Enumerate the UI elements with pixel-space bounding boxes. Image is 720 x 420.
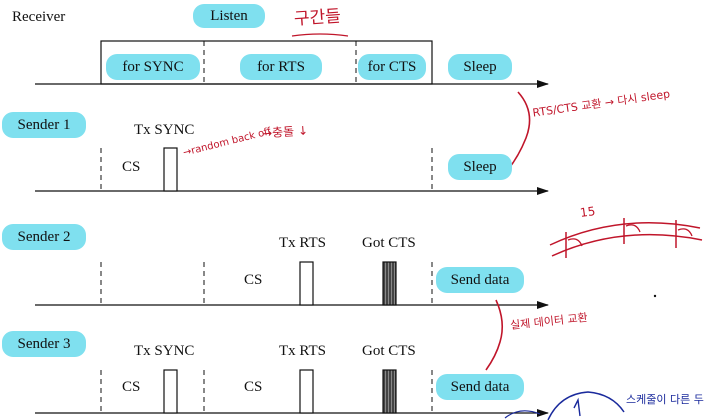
sender-3-rts-pulse xyxy=(299,369,314,414)
sender-3-got-cts-label: Got CTS xyxy=(362,343,416,359)
sender-3-cs-label-1: CS xyxy=(122,379,141,395)
listen-window xyxy=(100,40,433,85)
data-exchange-bracket-stroke xyxy=(485,299,504,371)
sender-3-sync-pulse xyxy=(163,369,178,414)
row-label-sender-3: Sender 3 xyxy=(2,331,86,357)
row-label-sender-1: Sender 1 xyxy=(2,112,86,138)
sender-3-tx-sync-label: Tx SYNC xyxy=(134,343,195,359)
sender-3-cs-label-2: CS xyxy=(244,379,263,395)
sender-2-cts-pulse xyxy=(382,261,397,306)
annotation-schedule-note: 스케줄이 다른 두 xyxy=(626,393,704,406)
phase-for-cts: for CTS xyxy=(358,54,426,80)
annotation-intervals: 구간들 xyxy=(293,6,342,30)
interval-underline-stroke xyxy=(291,33,349,37)
sender-2-cs-label: CS xyxy=(244,272,263,288)
sender-3-cts-pulse xyxy=(382,369,397,414)
annotation-frame-number: 15 xyxy=(579,204,597,220)
sender-3-tx-rts-label: Tx RTS xyxy=(279,343,327,359)
sender-2-send-data-label: Send data xyxy=(436,267,524,293)
sender-3-send-data-label: Send data xyxy=(436,374,524,400)
stray-mark xyxy=(653,294,657,298)
sender-1-tx-sync-label: Tx SYNC xyxy=(134,122,195,138)
phase-for-rts: for RTS xyxy=(240,54,322,80)
sender-1-sync-pulse xyxy=(163,147,178,192)
sender-1-sleep-label: Sleep xyxy=(448,154,512,180)
sender-2-rts-pulse xyxy=(299,261,314,306)
row-label-receiver: Receiver xyxy=(12,9,66,25)
sender-2-tx-rts-label: Tx RTS xyxy=(279,235,327,251)
blue-circle-sketch xyxy=(504,391,625,420)
listen-label: Listen xyxy=(193,4,265,28)
phase-for-sync: for SYNC xyxy=(106,54,200,80)
annotation-collision: →충돌 ↓ xyxy=(261,123,309,141)
row-label-sender-2: Sender 2 xyxy=(2,224,86,250)
sender-2-got-cts-label: Got CTS xyxy=(362,235,416,251)
schedule-sketch xyxy=(549,218,703,258)
receiver-sleep-label: Sleep xyxy=(448,54,512,80)
rts-cts-bracket-stroke xyxy=(505,91,531,173)
sender-1-cs-label: CS xyxy=(122,159,141,175)
